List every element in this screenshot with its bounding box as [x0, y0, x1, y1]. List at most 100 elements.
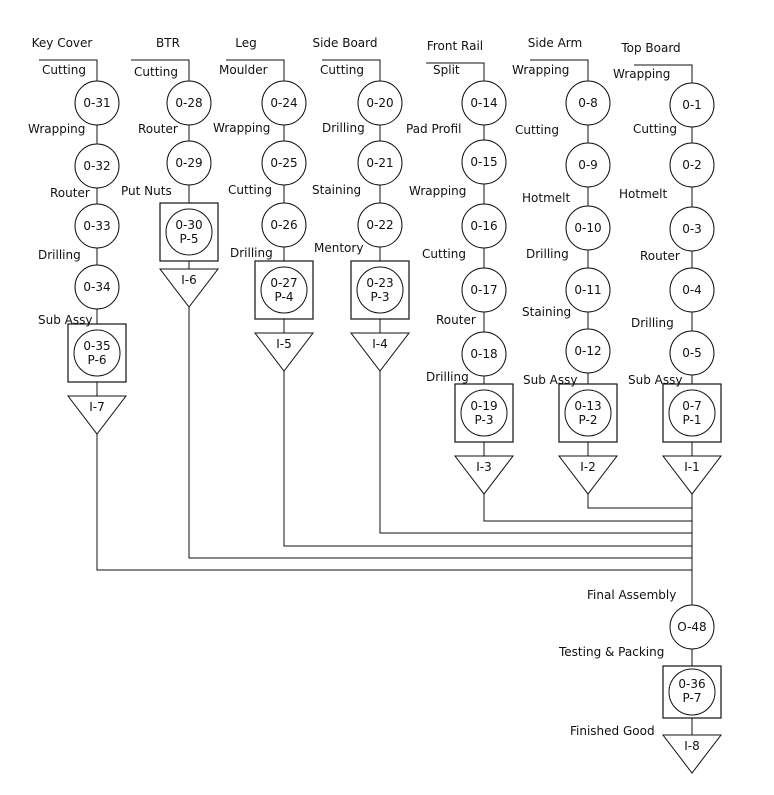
operation-number: 0-8 [578, 96, 598, 110]
column-title: Side Arm [528, 36, 582, 50]
operation-number: 0-7 [682, 399, 702, 413]
operation-label: Hotmelt [522, 191, 570, 205]
operation-label: Staining [522, 305, 571, 319]
operation-label: Drilling [322, 121, 365, 135]
inventory-label: I-3 [476, 460, 492, 474]
operation-label: Pad Profil [406, 122, 461, 136]
column-entry-line [39, 59, 98, 81]
inventory-triangle [453, 455, 515, 495]
operation-number: 0-15 [470, 155, 497, 169]
operation-number: 0-2 [682, 158, 702, 172]
operation-circle [565, 267, 611, 313]
operation-label: Put Nuts [121, 184, 172, 198]
operation-number: 0-3 [682, 222, 702, 236]
inventory-triangle [253, 332, 315, 372]
operation-label: Sub Assy [628, 373, 682, 387]
operation-circle [669, 267, 715, 313]
inspection-number: P-3 [371, 290, 390, 304]
inventory-triangle [557, 455, 619, 495]
operation-number: 0-16 [470, 219, 497, 233]
operation-label: Cutting [422, 247, 466, 261]
operation-number: 0-5 [682, 346, 702, 360]
operation-circle [261, 80, 307, 126]
inventory-label: I-8 [684, 739, 700, 753]
operation-label: Cutting [228, 183, 272, 197]
operation-number: 0-22 [366, 218, 393, 232]
operation-circle [565, 205, 611, 251]
operation-circle [357, 140, 403, 186]
column-title: Side Board [312, 36, 377, 50]
operation-circle [260, 266, 308, 314]
inventory-label: I-6 [181, 273, 197, 287]
operation-label: Sub Assy [523, 373, 577, 387]
operation-circle [165, 208, 213, 256]
operation-number: 0-32 [83, 159, 110, 173]
operation-circle [668, 389, 716, 437]
operation-label: Router [436, 313, 476, 327]
column-title: Top Board [620, 41, 680, 55]
inspection-number: P-7 [683, 691, 702, 705]
operation-number: 0-30 [175, 218, 202, 232]
operation-label: Router [640, 249, 680, 263]
operation-number: 0-27 [270, 276, 297, 290]
operation-circle [669, 206, 715, 252]
operation-number: 0-13 [574, 399, 601, 413]
operation-number: 0-10 [574, 221, 601, 235]
operation-number: 0-20 [366, 96, 393, 110]
inspection-number: P-4 [275, 290, 294, 304]
operation-label: Wrapping [613, 67, 670, 81]
operation-label: Cutting [320, 63, 364, 77]
operation-label: Router [138, 122, 178, 136]
column-entry-line [131, 59, 190, 81]
operation-circle [669, 142, 715, 188]
operation-label: Sub Assy [38, 313, 92, 327]
operation-number: 0-23 [366, 276, 393, 290]
finished-good-label: Finished Good [570, 724, 655, 738]
inspection-number: P-3 [475, 413, 494, 427]
operation-number: 0-11 [574, 283, 601, 297]
merge-connector [379, 371, 692, 534]
inventory-label: I-4 [372, 337, 388, 351]
inventory-triangle [66, 395, 128, 435]
operation-number: 0-19 [470, 399, 497, 413]
merge-connector [587, 494, 692, 509]
operation-number: 0-18 [470, 347, 497, 361]
operation-circle [461, 267, 507, 313]
operation-label: Staining [312, 183, 361, 197]
inspection-number: P-5 [180, 232, 199, 246]
merge-connector [483, 494, 692, 522]
operation-label: Cutting [633, 122, 677, 136]
operation-circle [565, 80, 611, 126]
operation-circle [356, 266, 404, 314]
operation-circle [357, 202, 403, 248]
operation-circle [357, 80, 403, 126]
operation-circle [669, 604, 715, 650]
operation-number: 0-33 [83, 219, 110, 233]
operation-circle [669, 82, 715, 128]
operation-circle [73, 329, 121, 377]
operation-label: Drilling [526, 247, 569, 261]
operation-label: Wrapping [213, 121, 270, 135]
merge-connector [283, 371, 692, 547]
inventory-triangle [349, 332, 411, 372]
inspection-number: P-2 [579, 413, 598, 427]
operation-circle [565, 142, 611, 188]
operation-label: Testing & Packing [558, 645, 664, 659]
column-entry-line [426, 62, 485, 81]
operation-label: Drilling [426, 370, 469, 384]
operation-number: 0-31 [83, 96, 110, 110]
operation-label: Drilling [38, 248, 81, 262]
column-title: Front Rail [427, 39, 483, 53]
operation-circle [461, 80, 507, 126]
inventory-label: I-5 [276, 337, 292, 351]
operation-number: 0-24 [270, 96, 297, 110]
column-title: Key Cover [32, 36, 93, 50]
operation-label: Mentory [314, 241, 363, 255]
operation-label: Hotmelt [619, 187, 667, 201]
inventory-label: I-2 [580, 460, 596, 474]
column-entry-line [322, 59, 381, 81]
operation-label: Cutting [515, 123, 559, 137]
operation-number: 0-36 [678, 677, 705, 691]
inventory-triangle [661, 455, 723, 495]
operation-number: 0-1 [682, 98, 702, 112]
